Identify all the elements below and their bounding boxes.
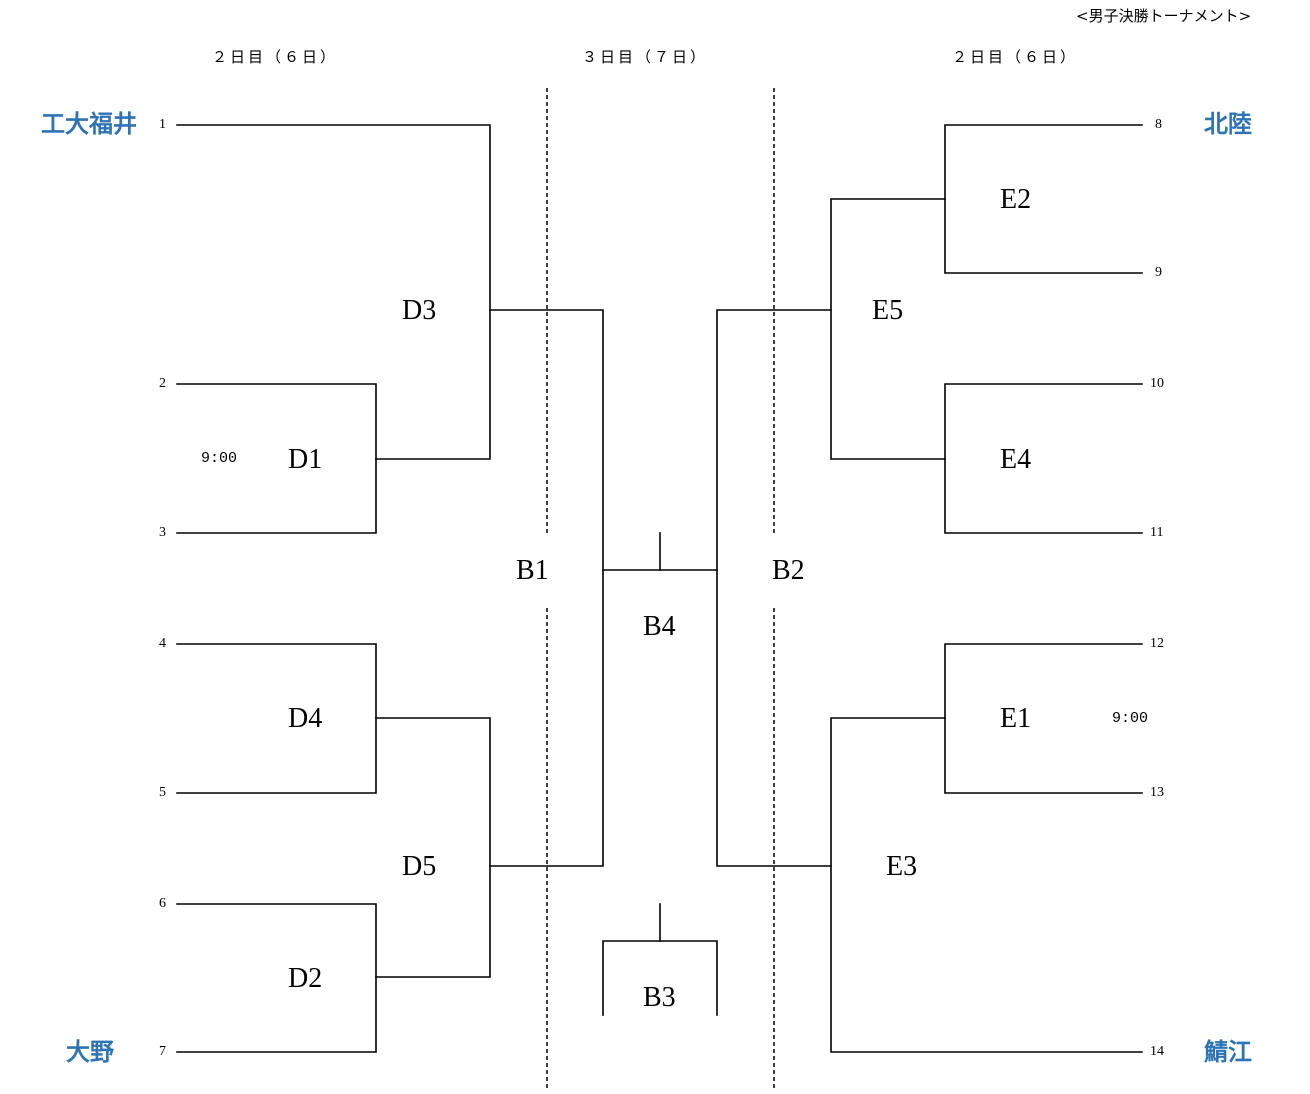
bracket-line-d1 xyxy=(176,383,377,534)
seed-number-4: 4 xyxy=(159,636,166,651)
match-label-b4: B4 xyxy=(643,611,676,642)
day-header-right: ２日目（６日） xyxy=(952,48,1079,66)
seed-number-6: 6 xyxy=(159,896,166,911)
seed-number-3: 3 xyxy=(159,525,166,540)
seed-number-1: 1 xyxy=(159,117,166,132)
bracket-line-b2 xyxy=(716,309,832,867)
match-label-e2: E2 xyxy=(1000,184,1032,215)
match-time-d1: 9:00 xyxy=(201,450,238,467)
bracket-line-e4 xyxy=(944,383,1143,534)
bracket-line-d3 xyxy=(176,124,491,460)
seed-number-7: 7 xyxy=(159,1044,166,1059)
match-label-b1: B1 xyxy=(516,555,549,586)
seed-number-11: 11 xyxy=(1150,525,1164,540)
team-name-seed-8: 北陸 xyxy=(1204,110,1252,138)
seed-number-2: 2 xyxy=(159,376,166,391)
match-label-d5: D5 xyxy=(402,851,437,882)
team-name-seed-1: 工大福井 xyxy=(41,110,137,138)
team-name-seed-7: 大野 xyxy=(66,1038,114,1066)
seed-number-10: 10 xyxy=(1150,376,1164,391)
match-label-d3: D3 xyxy=(402,295,437,326)
bracket-line-e3 xyxy=(830,717,1143,1053)
match-label-d4: D4 xyxy=(288,703,323,734)
match-label-e1: E1 xyxy=(1000,703,1032,734)
match-time-e1: 9:00 xyxy=(1112,710,1149,727)
bracket-line-e5 xyxy=(830,198,946,460)
seed-number-9: 9 xyxy=(1155,265,1162,280)
seed-number-13: 13 xyxy=(1150,785,1164,800)
bracket-line-e2 xyxy=(944,124,1143,274)
match-label-e5: E5 xyxy=(872,295,904,326)
bracket-line-d5 xyxy=(375,717,491,978)
day-header-center: ３日目（７日） xyxy=(582,48,709,66)
bracket-line-b1 xyxy=(489,309,604,867)
seed-number-14: 14 xyxy=(1150,1044,1164,1059)
seed-number-5: 5 xyxy=(159,785,166,800)
seed-number-12: 12 xyxy=(1150,636,1164,651)
seed-number-8: 8 xyxy=(1155,117,1162,132)
match-label-b3: B3 xyxy=(643,982,676,1013)
match-label-b2: B2 xyxy=(772,555,805,586)
bracket-line-d2 xyxy=(176,903,377,1053)
match-label-e4: E4 xyxy=(1000,444,1032,475)
bracket-caption: <男子決勝トーナメント> xyxy=(1076,7,1252,25)
bracket-line-d4 xyxy=(176,643,377,794)
day-header-left: ２日目（６日） xyxy=(212,48,339,66)
match-label-d2: D2 xyxy=(288,963,323,994)
match-label-e3: E3 xyxy=(886,851,918,882)
team-name-seed-14: 鯖江 xyxy=(1204,1038,1252,1066)
match-label-d1: D1 xyxy=(288,444,323,475)
